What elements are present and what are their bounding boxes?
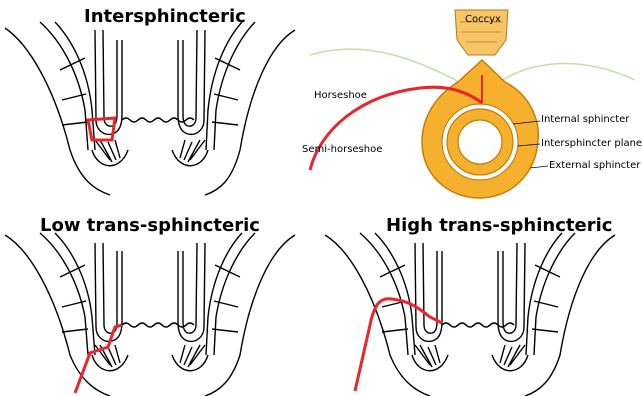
- intersphincter-plane-label: Intersphincter plane: [541, 138, 642, 149]
- horseshoe-label: Horseshoe: [314, 90, 367, 101]
- anal-canal-diagram: [310, 205, 642, 396]
- fistula-tract: [355, 299, 442, 391]
- panel-intersphincteric: Intersphincteric: [0, 0, 300, 195]
- left-levator: [310, 49, 465, 85]
- right-levator: [495, 64, 635, 85]
- right-buttock-outline: [205, 30, 295, 195]
- left-buttock-outline: [5, 28, 110, 195]
- semi-horseshoe-label: Semi-horseshoe: [302, 144, 382, 155]
- anal-canal-diagram: [0, 0, 300, 195]
- fistula-tract: [88, 118, 115, 140]
- external-sphincter-label: External sphincter: [549, 160, 640, 171]
- anal-canal-diagram: [0, 205, 300, 396]
- panel-horseshoe: Coccyx Horseshoe Semi-horseshoe Internal…: [300, 0, 642, 200]
- panel-low-trans-sphincteric: Low trans-sphincteric: [0, 205, 300, 396]
- coccyx-label: Coccyx: [465, 14, 501, 25]
- panel-high-trans-sphincteric: High trans-sphincteric: [310, 205, 642, 396]
- internal-sphincter-label: Internal sphincter: [541, 114, 629, 125]
